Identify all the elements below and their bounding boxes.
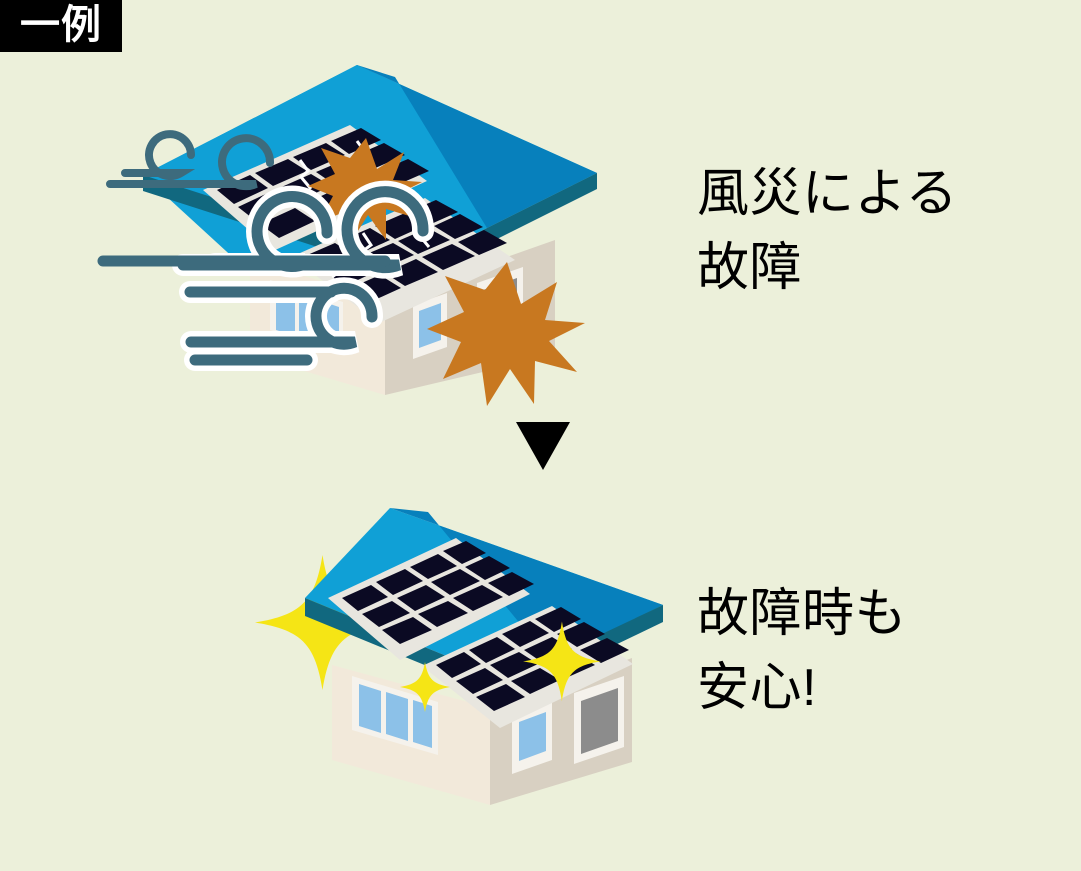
- wind-swirl: [121, 130, 196, 181]
- wind-swirl: [106, 134, 275, 191]
- wind-lower-group: [97, 180, 435, 371]
- house-repaired: [305, 508, 663, 805]
- example-badge: 一例: [0, 0, 122, 52]
- sparkle-small: [400, 662, 450, 712]
- scene-wind-damaged-house: [95, 55, 685, 410]
- downward-arrow: [513, 420, 573, 472]
- caption-peace-of-mind: 故障時も 安心!: [697, 585, 908, 717]
- window-right-wall: [512, 701, 552, 774]
- caption-wind-damage: 風災による 故障: [697, 165, 958, 297]
- front-door: [574, 676, 624, 764]
- downward-triangle-icon: [516, 422, 570, 470]
- window-right-wall: [413, 293, 447, 359]
- scene-repaired-house: [255, 470, 680, 820]
- roof-upper-shade: [357, 65, 597, 228]
- impact-burst-lower: [427, 262, 585, 406]
- window-left-wall: [352, 676, 438, 755]
- wind-upper-group: [106, 130, 275, 191]
- sparkle-medium: [523, 621, 601, 702]
- solar-panel-left: [328, 538, 534, 660]
